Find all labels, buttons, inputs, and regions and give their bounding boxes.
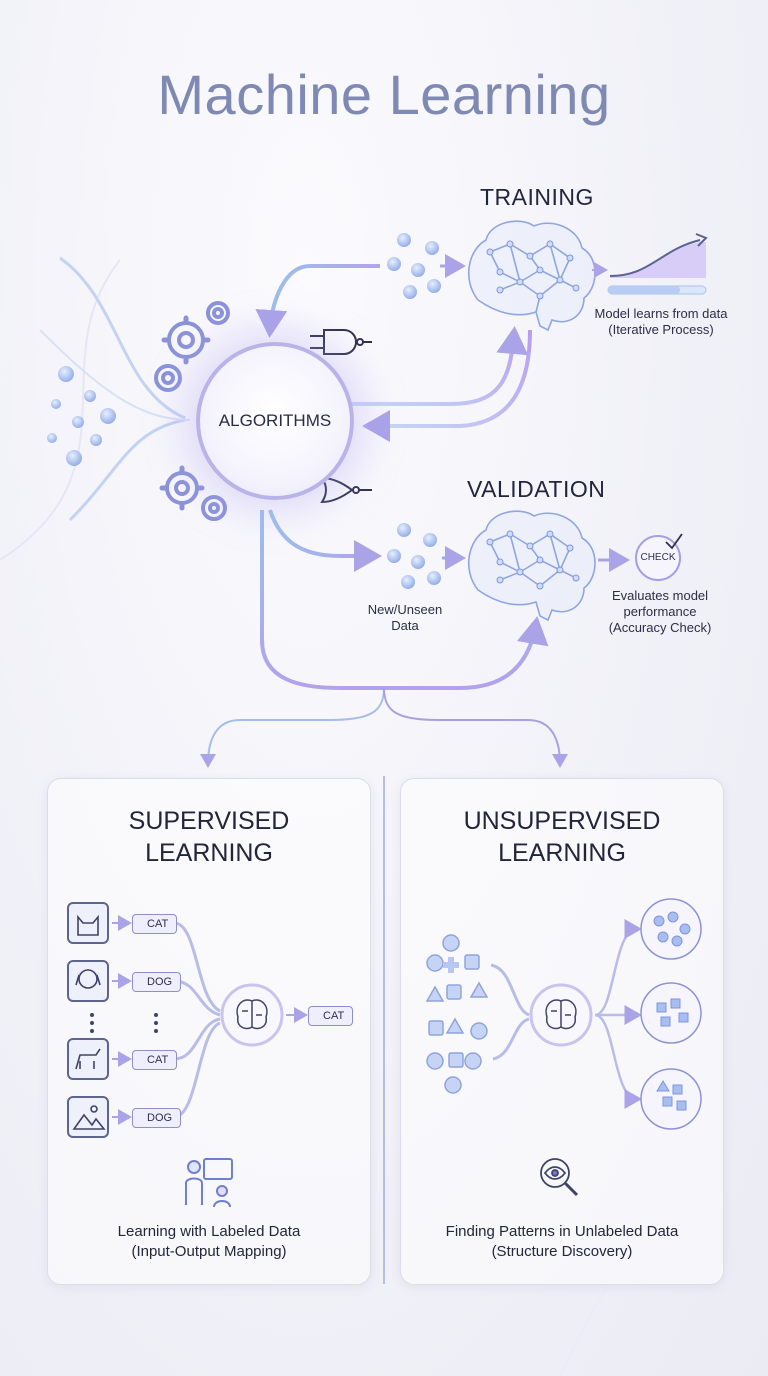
validation-data-line1: New/Unseen [367,602,443,617]
unsupervised-caption: Finding Patterns in Unlabeled Data (Stru… [445,1223,679,1260]
brain-icon-validation [468,510,596,622]
input-flow [39,256,191,522]
gear-teeth [159,315,211,511]
validation-heading: VALIDATION [467,476,606,502]
dog-image-icon [67,960,109,1002]
training-caption-line1: Model learns from data [594,306,728,321]
main-flow-trunk [260,510,549,690]
unlabeled-shapes [425,934,489,1094]
supervised-title: SUPERVISED LEARNING [128,807,290,867]
cluster-icon [640,898,702,1130]
validation-data-line2: Data [391,618,419,633]
teacher-icon [185,1158,233,1208]
algorithms-node: ALGORITHMS [196,342,354,500]
search-eye-icon [540,1158,579,1197]
training-data-points [387,233,441,299]
decorative-wave [0,259,121,561]
supervised-panel: SUPERVISED LEARNING [47,778,371,1285]
learning-curve-icon [607,233,708,295]
unsupervised-graphic [425,898,702,1197]
output-label-tag: CAT [308,1006,354,1026]
validation-data-points [387,523,441,589]
validation-caption-line2: performance [623,604,697,619]
check-label: CHECK [640,552,676,563]
validation-arrow [268,509,382,572]
landscape-image-icon [67,1096,109,1138]
label-tag: DOG [132,972,182,992]
label-tag: CAT [132,914,178,934]
training-return-arrow [350,326,529,406]
training-feedback-arrow [255,264,380,338]
unsupervised-title: UNSUPERVISED LEARNING [463,807,661,867]
split-left-arrow [200,687,385,768]
checkmark-icon [665,533,683,550]
algorithms-label: ALGORITHMS [218,411,332,430]
training-caption-line2: (Iterative Process) [608,322,714,337]
label-tag: DOG [132,1108,182,1128]
validation-caption-line3: (Accuracy Check) [608,620,712,635]
brain-icon-training [468,220,596,332]
label-tag: CAT [132,1050,178,1070]
training-heading: TRAINING [480,184,594,210]
unsupervised-panel: UNSUPERVISED LEARNING [400,778,724,1285]
dog-image-icon [67,1038,109,1080]
logic-gate-icon [310,329,372,504]
training-back-arrow [362,329,532,442]
page-title: Machine Learning [157,63,611,126]
brain-nodes [486,240,580,300]
supervised-caption: Learning with Labeled Data (Input-Output… [117,1223,301,1260]
split-right-arrow [383,687,568,768]
validation-caption-line1: Evaluates model [611,588,709,603]
supervised-graphic [67,902,308,1208]
check-icon [635,535,681,581]
